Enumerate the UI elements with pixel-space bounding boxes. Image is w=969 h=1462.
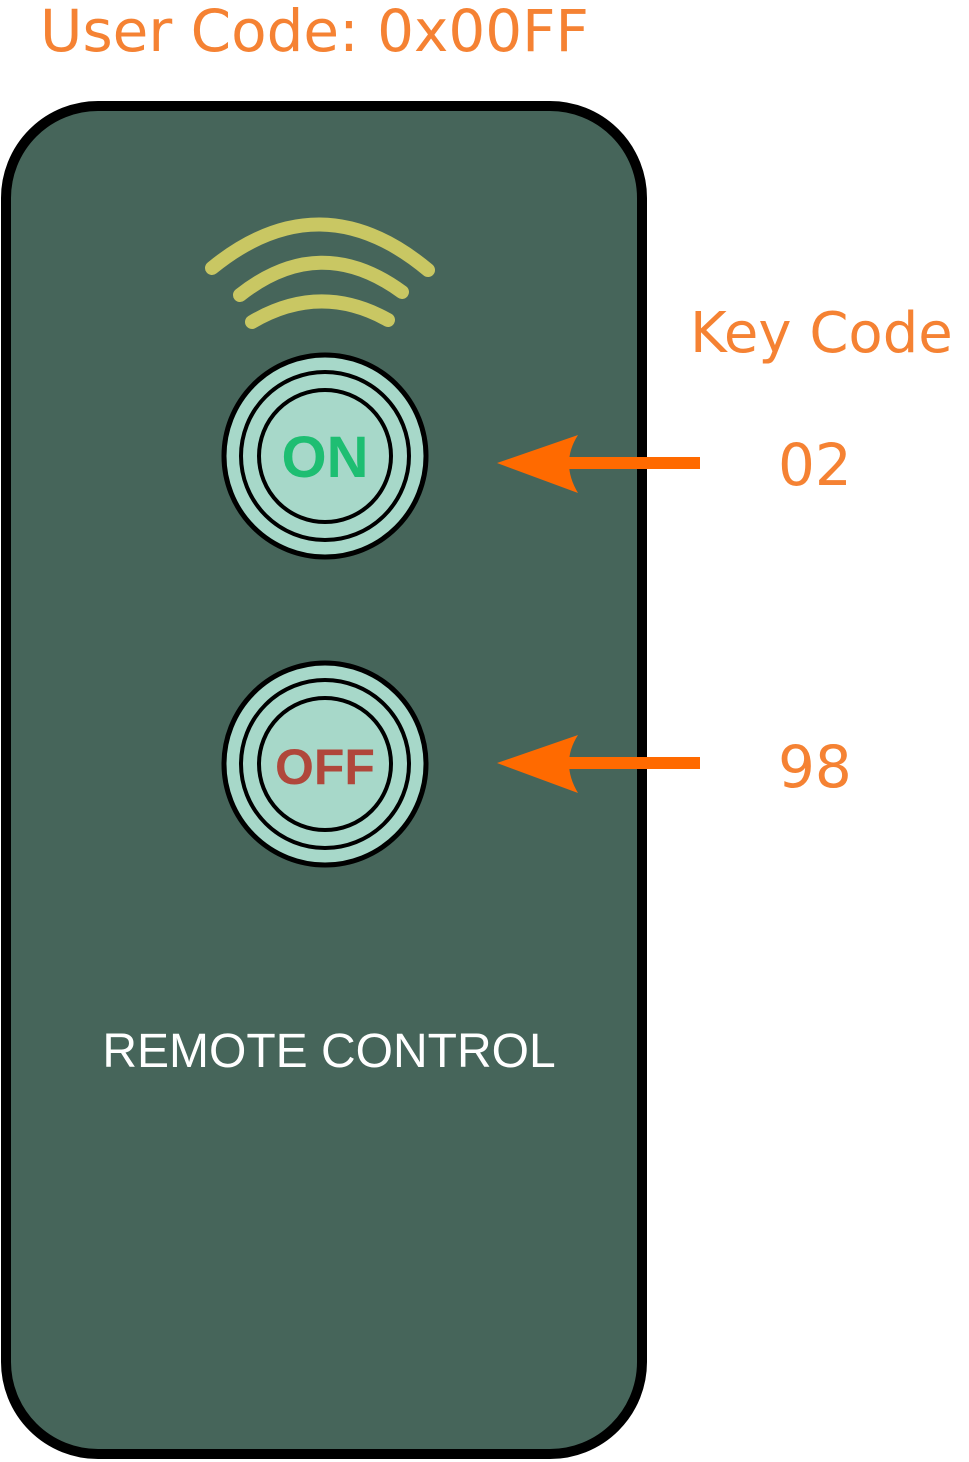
off-button-label: OFF — [275, 739, 375, 795]
arrow-left-icon — [497, 735, 700, 793]
key-code-title: Key Code — [690, 301, 953, 366]
user-code-label: User Code: 0x00FF — [40, 0, 589, 65]
off-key-code: 98 — [778, 733, 852, 801]
on-button-label: ON — [282, 425, 369, 490]
on-key-code: 02 — [778, 431, 852, 499]
arrow-left-icon — [497, 435, 700, 493]
off-button[interactable]: OFF — [221, 660, 429, 868]
remote-control-label: REMOTE CONTROL — [102, 1025, 556, 1078]
signal-waves-icon — [205, 217, 435, 329]
on-button[interactable]: ON — [221, 352, 429, 560]
